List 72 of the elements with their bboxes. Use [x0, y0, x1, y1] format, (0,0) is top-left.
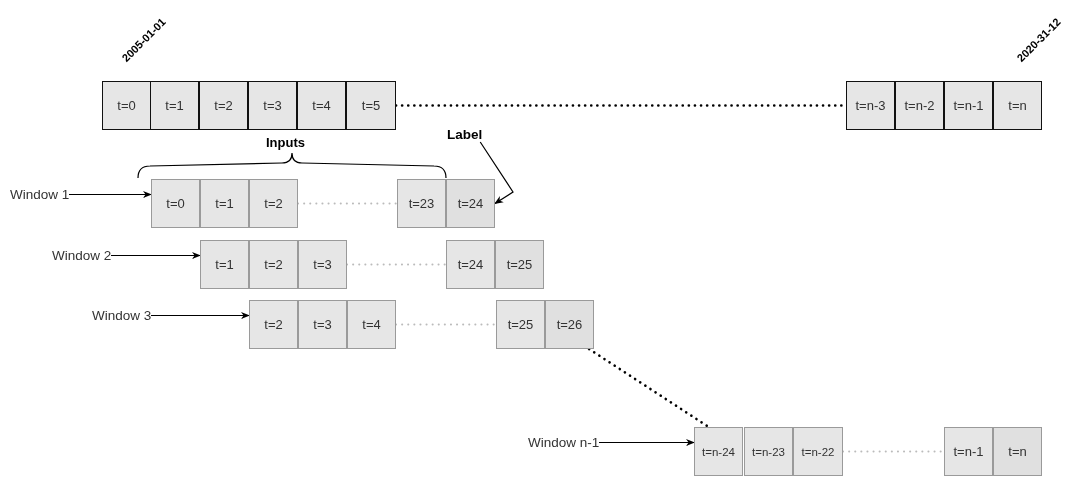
time-step-cell: [200, 240, 249, 289]
time-step-cell: [298, 300, 347, 349]
time-step-text: t=n-24: [702, 445, 735, 458]
row-label: Window 3: [92, 308, 152, 323]
time-step-text: t=n-1: [953, 98, 984, 113]
time-step-cell: [993, 81, 1042, 130]
time-step-cell: [347, 300, 396, 349]
time-step-text: t=2: [264, 196, 283, 211]
time-step-cell: [249, 179, 298, 228]
time-step-cell: [102, 81, 151, 130]
time-step-text: t=5: [361, 98, 381, 113]
time-step-cell: [200, 179, 249, 228]
time-step-cell: [150, 81, 199, 130]
callout-text: Label: [447, 127, 483, 142]
arrow: [150, 311, 250, 320]
time-step-text: t=n: [1008, 98, 1027, 113]
time-step-cell: [944, 81, 993, 130]
time-step-text: t=n-23: [752, 445, 785, 458]
bracket-label: Inputs: [266, 135, 305, 150]
row-label: Window 1: [10, 187, 70, 202]
time-step-text: t=2: [264, 317, 283, 332]
time-step-text: t=23: [408, 196, 435, 211]
time-step-text: t=n: [1008, 444, 1027, 459]
time-step-cell: [446, 179, 495, 228]
time-step-cell: [944, 427, 993, 476]
time-step-cell: [397, 179, 446, 228]
time-step-cell: [694, 427, 743, 476]
time-step-cell: [846, 81, 895, 130]
time-step-text: t=3: [313, 257, 332, 272]
time-step-cell: [298, 240, 347, 289]
dotted-line: [587, 347, 710, 429]
time-step-text: t=2: [214, 98, 233, 113]
time-step-text: t=0: [166, 196, 185, 211]
time-step-text: t=24: [457, 196, 484, 211]
time-step-cell: [993, 427, 1042, 476]
time-step-cell: [297, 81, 346, 130]
time-step-text: t=n-1: [953, 444, 984, 459]
time-step-text: t=1: [215, 196, 234, 211]
time-step-text: t=0: [117, 98, 136, 113]
time-step-cell: [346, 81, 396, 130]
time-step-cell: [545, 300, 594, 349]
time-step-text: t=2: [264, 257, 283, 272]
time-step-text: t=3: [313, 317, 332, 332]
time-step-cell: [249, 300, 298, 349]
time-step-cell: [151, 179, 200, 228]
row-label: Window 2: [52, 248, 112, 263]
time-step-text: t=25: [506, 257, 533, 272]
time-step-text: t=n-22: [801, 445, 835, 458]
time-step-text: t=3: [263, 98, 282, 113]
time-step-cell: [744, 427, 793, 476]
row-label: Window n-1: [528, 435, 600, 450]
time-step-text: t=26: [556, 317, 583, 332]
time-step-text: t=1: [165, 98, 184, 113]
arrow: [598, 438, 695, 447]
time-step-text: t=1: [215, 257, 234, 272]
time-step-cell: [199, 81, 248, 130]
time-step-cell: [249, 240, 298, 289]
arrow: [479, 141, 514, 205]
time-step-cell: [248, 81, 297, 130]
time-step-cell: [496, 300, 545, 349]
arrow: [68, 190, 152, 199]
arrow: [110, 251, 201, 260]
time-step-text: t=25: [507, 317, 534, 332]
time-step-cell: [895, 81, 944, 130]
time-step-text: t=24: [457, 257, 484, 272]
time-step-text: t=n-2: [904, 98, 935, 113]
time-step-cell: [495, 240, 544, 289]
time-step-cell: [793, 427, 843, 476]
time-step-text: t=n-3: [855, 98, 886, 113]
time-step-text: t=4: [312, 98, 331, 113]
time-step-text: t=4: [362, 317, 381, 332]
time-step-cell: [446, 240, 495, 289]
